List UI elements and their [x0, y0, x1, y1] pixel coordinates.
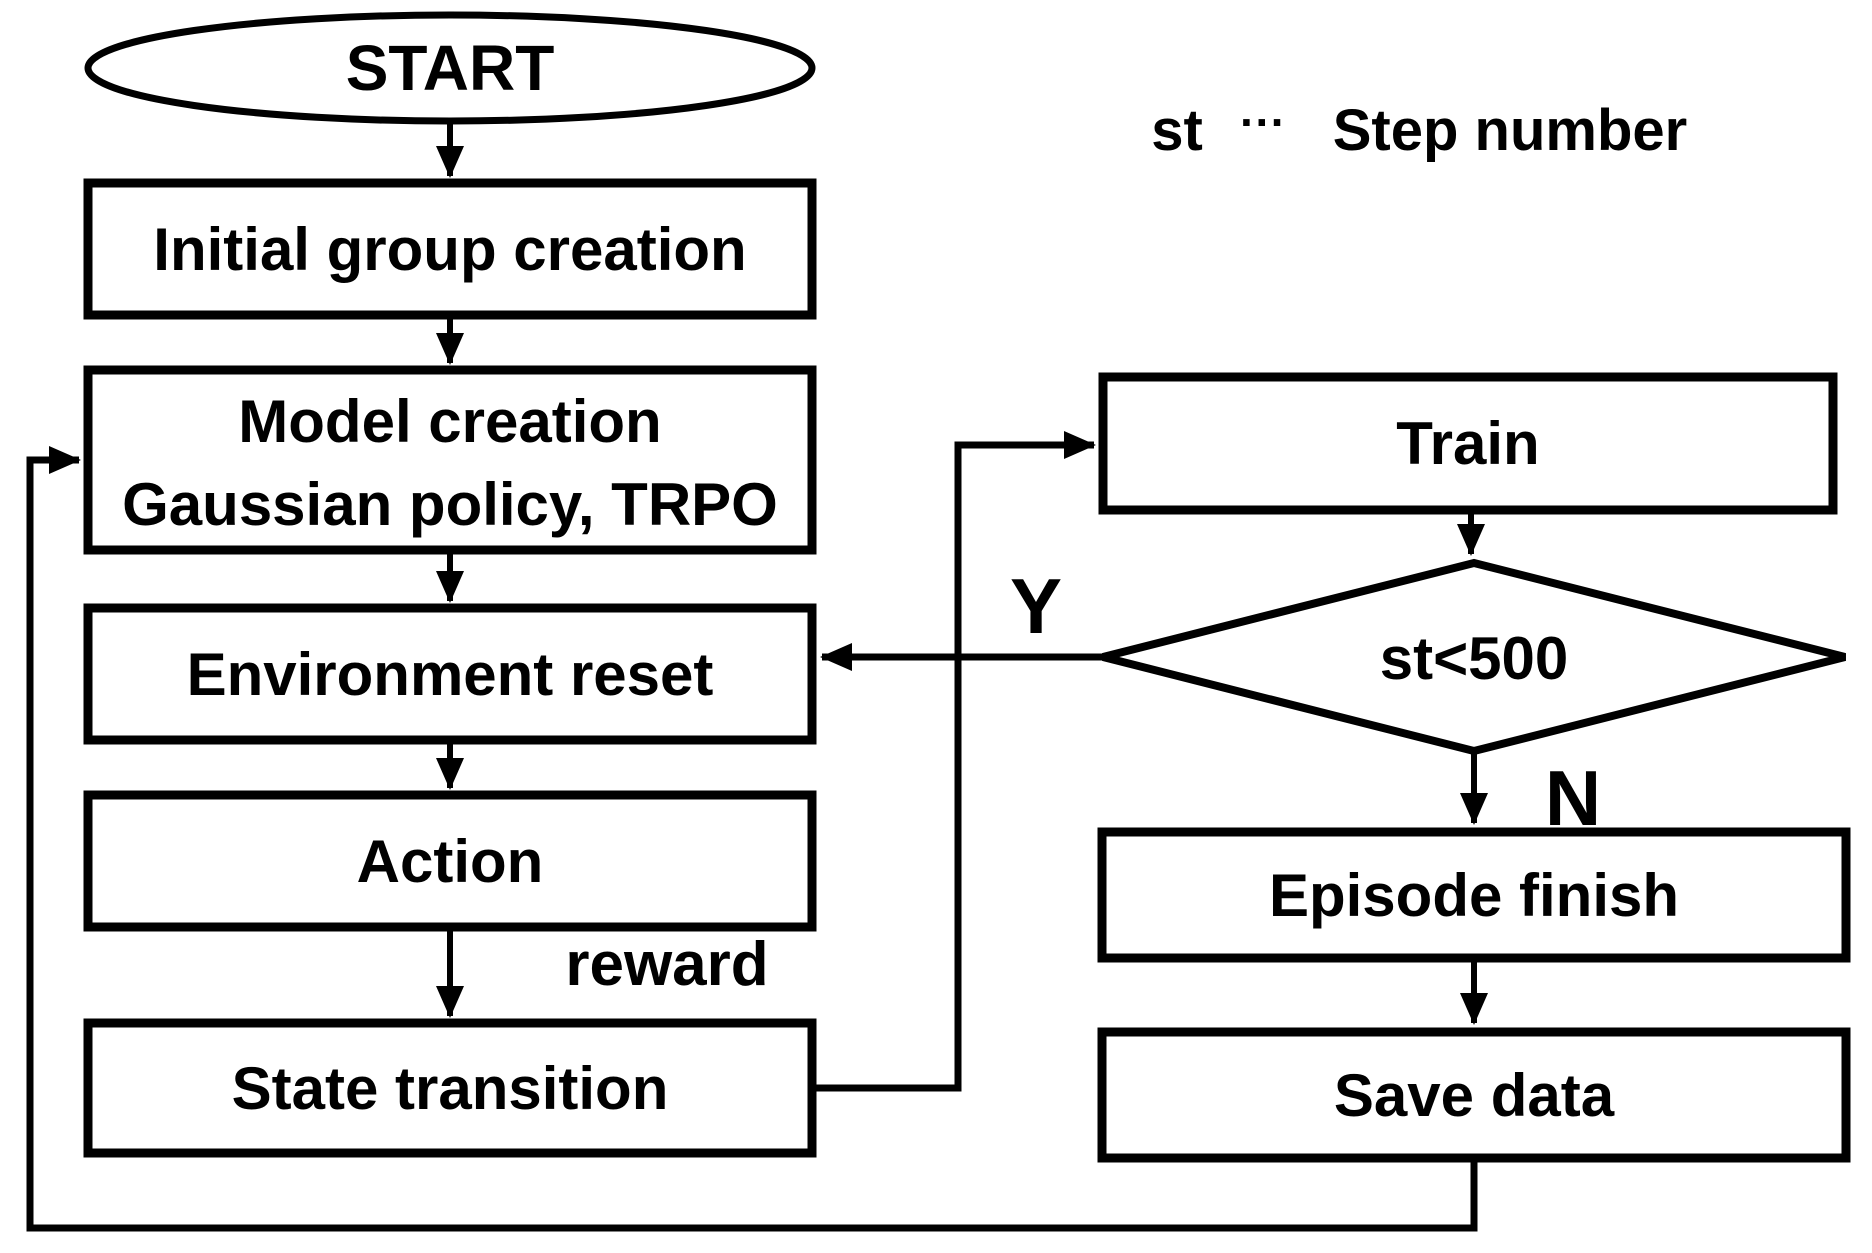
start-node: [84, 11, 816, 125]
step-decision-label: st<500: [1380, 625, 1569, 692]
edge-statetransition-to-train: [812, 431, 1096, 1092]
branch-yes-label: Y: [1010, 562, 1062, 650]
model-creation-node: [83, 365, 817, 555]
environment-reset-label: Environment reset: [187, 641, 714, 708]
train-node: [1098, 372, 1838, 515]
episode-finish-node: [1097, 827, 1851, 963]
episode-finish-label: Episode finish: [1269, 862, 1679, 929]
initial-group-creation-node: [83, 178, 817, 320]
save-data-label: Save data: [1334, 1062, 1615, 1129]
legend-symbol: st: [1151, 98, 1203, 163]
edge-savedata-loop-to-model: [26, 446, 1478, 1232]
initial-group-creation-label: Initial group creation: [153, 216, 746, 283]
model-creation-label: Model creation: [238, 388, 661, 455]
action-label: Action: [357, 828, 544, 895]
environment-reset-node: [83, 603, 817, 745]
save-data-node: [1097, 1027, 1851, 1163]
legend-description: Step number: [1333, 98, 1688, 163]
reward-annotation: reward: [565, 930, 768, 999]
train-label: Train: [1396, 410, 1539, 477]
action-node: [83, 790, 817, 932]
step-decision-node: [1102, 558, 1846, 756]
legend-dots: ···: [1240, 96, 1286, 148]
model-creation-sublabel: Gaussian policy, TRPO: [122, 471, 778, 538]
branch-no-label: N: [1545, 754, 1601, 842]
state-transition-label: State transition: [232, 1055, 669, 1122]
start-node-label: START: [346, 32, 555, 104]
state-transition-node: [83, 1018, 817, 1158]
